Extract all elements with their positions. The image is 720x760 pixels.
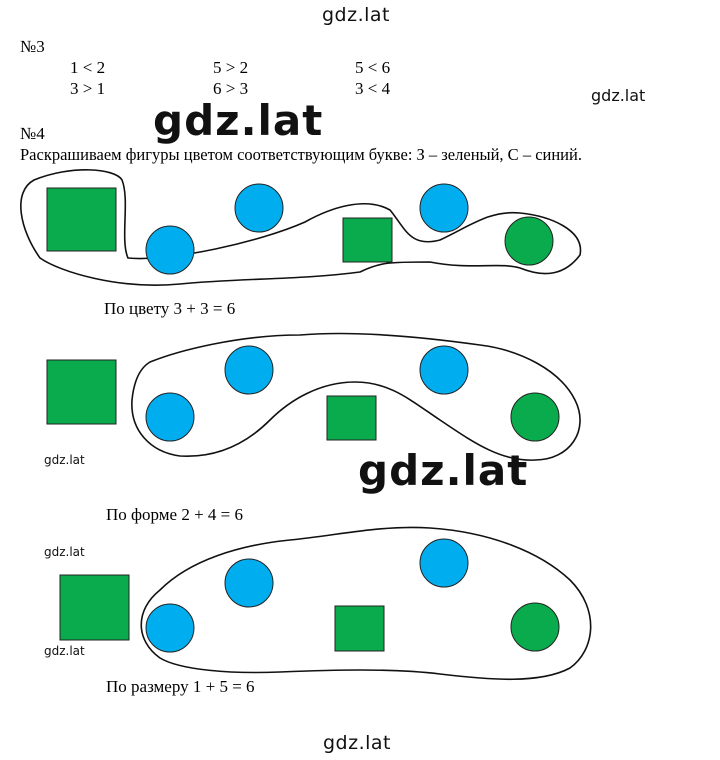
task3-number: №3 bbox=[20, 37, 45, 56]
comparison: 3 > 1 bbox=[70, 79, 106, 98]
comparison: 6 > 3 bbox=[213, 79, 249, 98]
grouping-outline-shape bbox=[131, 332, 581, 461]
caption-by-color: По цвету 3 + 3 = 6 bbox=[104, 299, 236, 318]
green-square bbox=[334, 605, 385, 652]
comparison: 3 < 4 bbox=[355, 79, 391, 98]
task4-instruction: Раскрашиваем фигуры цветом соответствующ… bbox=[20, 145, 582, 164]
task4-number: №4 bbox=[20, 124, 45, 143]
blue-circle bbox=[224, 558, 274, 608]
green-square bbox=[59, 574, 130, 641]
watermark-small-3: gdz.lat bbox=[44, 644, 85, 658]
blue-circle bbox=[419, 538, 469, 588]
green-circle bbox=[504, 216, 554, 266]
green-square bbox=[46, 187, 117, 252]
comparison: 1 < 2 bbox=[70, 58, 106, 77]
comparison: 5 < 6 bbox=[355, 58, 391, 77]
blue-circle bbox=[419, 345, 469, 395]
green-circle bbox=[510, 392, 560, 442]
caption-by-shape: По форме 2 + 4 = 6 bbox=[106, 505, 244, 524]
grouping-outline-size bbox=[140, 526, 592, 681]
green-square bbox=[342, 217, 393, 263]
blue-circle bbox=[234, 183, 284, 233]
comparison: 5 > 2 bbox=[213, 58, 249, 77]
blue-circle bbox=[145, 225, 195, 275]
blue-circle bbox=[224, 345, 274, 395]
blue-circle bbox=[419, 183, 469, 233]
watermark-right: gdz.lat bbox=[591, 86, 646, 105]
caption-by-size: По размеру 1 + 5 = 6 bbox=[106, 677, 255, 696]
watermark-top: gdz.lat bbox=[322, 4, 391, 26]
green-square bbox=[326, 395, 377, 441]
watermark-small-1: gdz.lat bbox=[44, 453, 85, 467]
watermark-bottom: gdz.lat bbox=[323, 732, 392, 754]
blue-circle bbox=[145, 392, 195, 442]
watermark-small-2: gdz.lat bbox=[44, 545, 85, 559]
green-circle bbox=[510, 602, 560, 652]
blue-circle bbox=[145, 603, 195, 653]
watermark-large-1: gdz.lat bbox=[153, 96, 324, 145]
green-square bbox=[46, 359, 117, 425]
